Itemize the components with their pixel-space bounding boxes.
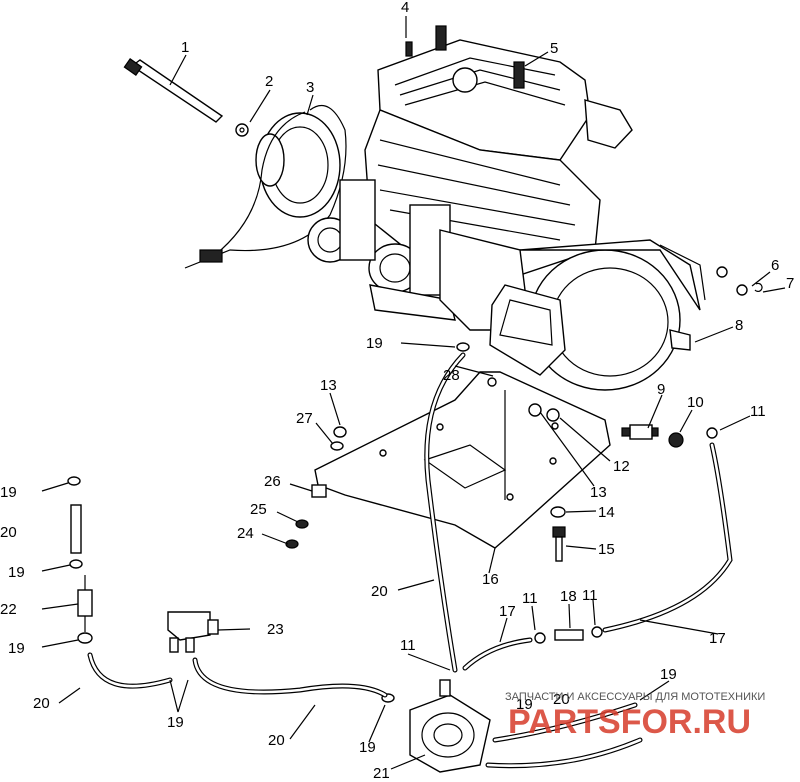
leader-lines: [41, 16, 786, 770]
callout-7: 7: [786, 275, 794, 292]
callout-8: 8: [735, 317, 743, 334]
callout-18: 18: [560, 588, 577, 605]
callout-11-mid-left: 11: [522, 590, 538, 607]
callout-11-mid-right: 11: [582, 587, 598, 604]
callout-5: 5: [550, 40, 558, 57]
callout-20-b: 20: [33, 695, 50, 712]
callout-20-a: 20: [0, 524, 17, 541]
callout-14: 14: [598, 504, 615, 521]
hardware-parts: [67, 58, 763, 773]
callout-4: 4: [401, 0, 409, 16]
callout-19-f: 19: [660, 666, 677, 683]
callout-9: 9: [657, 381, 665, 398]
callout-19-d: 19: [167, 714, 184, 731]
callout-20-d: 20: [371, 583, 388, 600]
callout-19-b: 19: [8, 564, 25, 581]
fuel-hoses: [87, 352, 733, 769]
callout-13-right: 13: [590, 484, 607, 501]
callout-15: 15: [598, 541, 615, 558]
engine-mount-plate: [314, 371, 611, 549]
callout-1: 1: [181, 39, 189, 56]
callout-12: 12: [613, 458, 630, 475]
watermark: ЗАПЧАСТИ И АКСЕССУАРЫ ДЛЯ МОТОТЕХНИКИ PA…: [505, 691, 765, 741]
callout-16: 16: [482, 571, 499, 588]
watermark-caption: ЗАПЧАСТИ И АКСЕССУАРЫ ДЛЯ МОТОТЕХНИКИ: [505, 691, 765, 703]
callout-19-e: 19: [359, 739, 376, 756]
callout-17-left: 17: [499, 603, 516, 620]
callout-28: 28: [443, 367, 460, 384]
callout-21: 21: [373, 765, 390, 782]
engine-assembly: [184, 25, 728, 391]
callout-6: 6: [771, 257, 779, 274]
callout-20-c: 20: [268, 732, 285, 749]
callout-26: 26: [264, 473, 281, 490]
callout-11-top: 11: [750, 403, 766, 420]
callout-19-pump: 19: [516, 696, 533, 713]
callout-19-a: 19: [0, 484, 17, 501]
callout-27: 27: [296, 410, 313, 427]
callout-20-e: 20: [553, 691, 570, 708]
callout-23: 23: [267, 621, 284, 638]
watermark-logo: PARTSFOR.RU: [508, 703, 751, 741]
callout-19-upper: 19: [366, 335, 383, 352]
callout-10: 10: [687, 394, 704, 411]
callout-3: 3: [306, 79, 314, 96]
callout-13-left: 13: [320, 377, 337, 394]
callout-11-pump: 11: [400, 637, 416, 654]
callout-19-c: 19: [8, 640, 25, 657]
callout-25: 25: [250, 501, 267, 518]
callout-22: 22: [0, 601, 17, 618]
callout-2: 2: [265, 73, 273, 90]
callout-24: 24: [237, 525, 254, 542]
callout-17-right: 17: [709, 630, 726, 647]
